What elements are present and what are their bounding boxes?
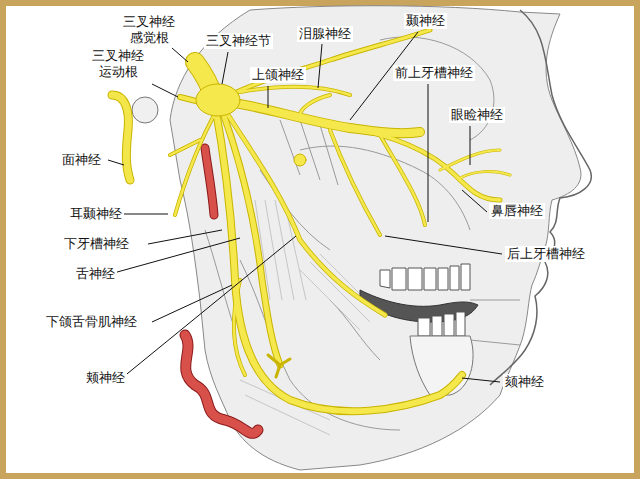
- submandibular-ganglion: [268, 355, 290, 377]
- nerve-label: 泪腺神经: [297, 26, 353, 42]
- nerve-label: 眼睑神经: [449, 107, 505, 123]
- nerve-fill: [170, 30, 510, 411]
- nerve-label: 上颌神经: [250, 67, 306, 83]
- nerve-label: 三叉神经 运动根: [89, 48, 147, 79]
- leader-lines: [108, 32, 502, 382]
- lower-teeth: [418, 312, 465, 336]
- ear-canal: [132, 97, 158, 123]
- nerve-label: 颞神经: [404, 13, 447, 29]
- picture-frame: [3, 3, 637, 476]
- face-profile: [490, 10, 591, 385]
- upper-teeth: [380, 264, 470, 290]
- pterygopalatine-ganglion: [294, 154, 306, 166]
- muscle-texture: [240, 200, 380, 435]
- nerve-label: 颏神经: [503, 374, 546, 390]
- nerve-outline: [170, 30, 510, 411]
- nerve-label: 颊神经: [84, 370, 127, 386]
- mandible: [410, 336, 473, 395]
- nerve-label: 舌神经: [74, 266, 117, 282]
- facial-nerve-outline: [112, 95, 130, 180]
- skull-sketch: [170, 6, 581, 470]
- nerve-label: 下牙槽神经: [62, 236, 131, 252]
- trigeminal-nerves: [170, 30, 510, 411]
- nerve-label: 三叉神经 感觉根: [120, 14, 178, 45]
- nerve-label: 鼻唇神经: [489, 203, 545, 219]
- trigeminal-ganglion: [196, 84, 240, 116]
- facial-nerve: [112, 95, 130, 180]
- nerve-label: 三叉神经节: [204, 33, 273, 49]
- bone-lines: [205, 37, 520, 430]
- nerve-label: 后上牙槽神经: [505, 246, 587, 262]
- nerve-label: 下颌舌骨肌神经: [44, 314, 139, 330]
- nerve-label: 前上牙槽神经: [393, 65, 475, 81]
- nerve-label: 面神经: [60, 152, 103, 168]
- nerve-label: 耳颞神经: [68, 206, 124, 222]
